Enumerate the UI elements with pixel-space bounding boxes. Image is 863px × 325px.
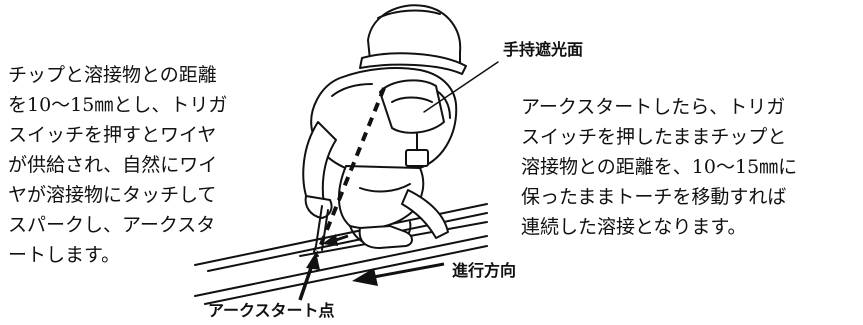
arc-start-arrow — [298, 252, 320, 301]
left-text-line: が供給され、自然にワイ — [8, 154, 218, 176]
left-instruction-text: チップと溶接物との距離 を10～15㎜とし、トリガ スイッチを押すとワイヤ が供… — [8, 60, 227, 270]
left-text-line: ヤが溶接物にタッチして — [8, 184, 217, 206]
hand-shield-leader — [423, 61, 499, 113]
boot-icon — [358, 225, 413, 249]
left-text-line: を10～15㎜とし、トリガ — [8, 94, 228, 116]
torch-motion-arrow — [322, 234, 349, 246]
travel-direction-label: 進行方向 — [452, 261, 517, 280]
hand-shield-icon — [379, 79, 445, 167]
left-text-line: スイッチを押すとワイヤ — [8, 124, 217, 146]
hand-shield-label: 手持遮光面 — [503, 40, 584, 59]
helmet-icon — [359, 4, 467, 75]
left-arm — [302, 121, 337, 219]
travel-direction-arrow — [352, 262, 445, 286]
right-text-line: 連続した溶接となります。 — [521, 216, 747, 238]
arc-start-point-label: アークスタート点 — [208, 301, 335, 320]
right-text-line: スイッチを押したままチップと — [521, 126, 787, 148]
right-text-line: 保ったままトーチを移動すれば — [521, 186, 787, 208]
line-of-sight — [316, 87, 386, 253]
left-text-line: チップと溶接物との距離 — [8, 64, 217, 86]
left-text-line: スパークし、アークスタ — [8, 214, 216, 236]
left-text-line: ートします。 — [8, 244, 121, 266]
legs — [337, 165, 449, 248]
right-instruction-text: アークスタートしたら、トリガ スイッチを押したままチップと 溶接物との距離を、1… — [521, 92, 797, 242]
right-text-line: アークスタートしたら、トリガ — [521, 96, 786, 118]
right-text-line: 溶接物との距離を、10～15㎜に — [521, 156, 798, 178]
